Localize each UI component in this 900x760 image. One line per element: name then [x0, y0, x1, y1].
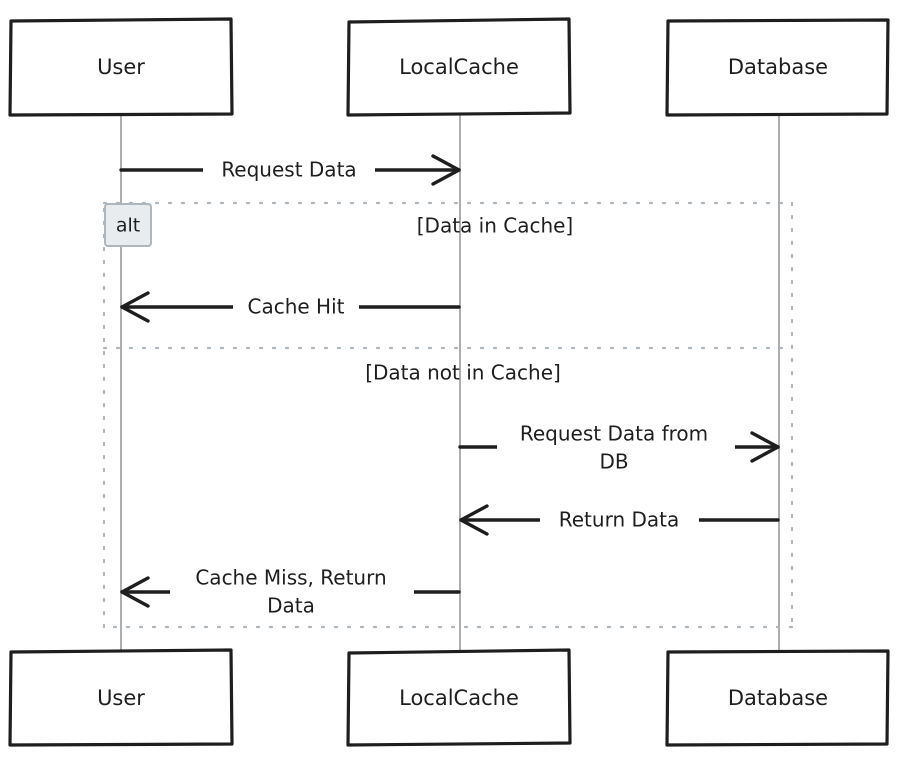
message-request-data[interactable]: Request Data: [119, 154, 461, 186]
message-label-backdrop: [233, 294, 359, 321]
participant-box-shape: [8, 648, 234, 747]
arrowhead-left-icon: [120, 576, 150, 608]
message-label-backdrop: [203, 157, 375, 184]
participant-box-shape: [665, 18, 890, 117]
participants-top: User LocalCache Database: [8, 17, 890, 117]
participant-user-top[interactable]: User: [8, 17, 234, 117]
message-cache-hit[interactable]: Cache Hit: [120, 291, 461, 323]
participant-box-shape: [665, 649, 890, 747]
alt-operator-label: alt: [116, 215, 140, 237]
participant-database-top[interactable]: Database: [665, 18, 890, 117]
message-label-line1: Cache Miss, Return: [195, 566, 386, 590]
message-label-backdrop: [170, 564, 414, 620]
participant-label: User: [97, 686, 145, 710]
arrowhead-right-icon: [750, 431, 780, 463]
participant-localcache-bottom[interactable]: LocalCache: [346, 648, 572, 747]
participants-bottom: User LocalCache Database: [8, 648, 890, 747]
participant-localcache-top[interactable]: LocalCache: [346, 17, 572, 117]
alt-condition-2: [Data not in Cache]: [365, 361, 561, 385]
arrowhead-right-icon: [431, 154, 461, 186]
message-label-backdrop: [540, 507, 699, 534]
participant-box-shape: [346, 17, 572, 117]
participant-user-bottom[interactable]: User: [8, 648, 234, 747]
message-label: Return Data: [559, 508, 679, 532]
message-label-backdrop: [497, 419, 735, 475]
alt-operator-tab: [104, 203, 152, 247]
arrowhead-left-icon: [459, 504, 489, 536]
participant-box-shape: [8, 17, 234, 117]
participant-label: LocalCache: [399, 55, 519, 79]
participant-label: User: [97, 55, 145, 79]
message-return-data[interactable]: Return Data: [459, 504, 780, 536]
message-cache-miss-return-data[interactable]: Cache Miss, Return Data: [120, 564, 461, 620]
arrowhead-left-icon: [120, 291, 150, 323]
participant-database-bottom[interactable]: Database: [665, 649, 890, 747]
participant-label: LocalCache: [399, 686, 519, 710]
message-label-line2: Data: [267, 594, 315, 618]
participant-box-shape: [346, 648, 572, 747]
participant-label: Database: [728, 686, 828, 710]
message-label-line1: Request Data from: [520, 422, 708, 446]
participant-label: Database: [728, 55, 828, 79]
alt-condition-1: [Data in Cache]: [417, 214, 574, 238]
message-label: Request Data: [221, 158, 356, 182]
alt-fragment-border: [102, 201, 794, 629]
message-label-line2: DB: [599, 450, 628, 474]
alt-fragment: alt [Data in Cache] [Data not in Cache]: [102, 201, 794, 629]
message-label: Cache Hit: [248, 295, 345, 319]
message-request-data-from-db[interactable]: Request Data from DB: [458, 419, 780, 475]
